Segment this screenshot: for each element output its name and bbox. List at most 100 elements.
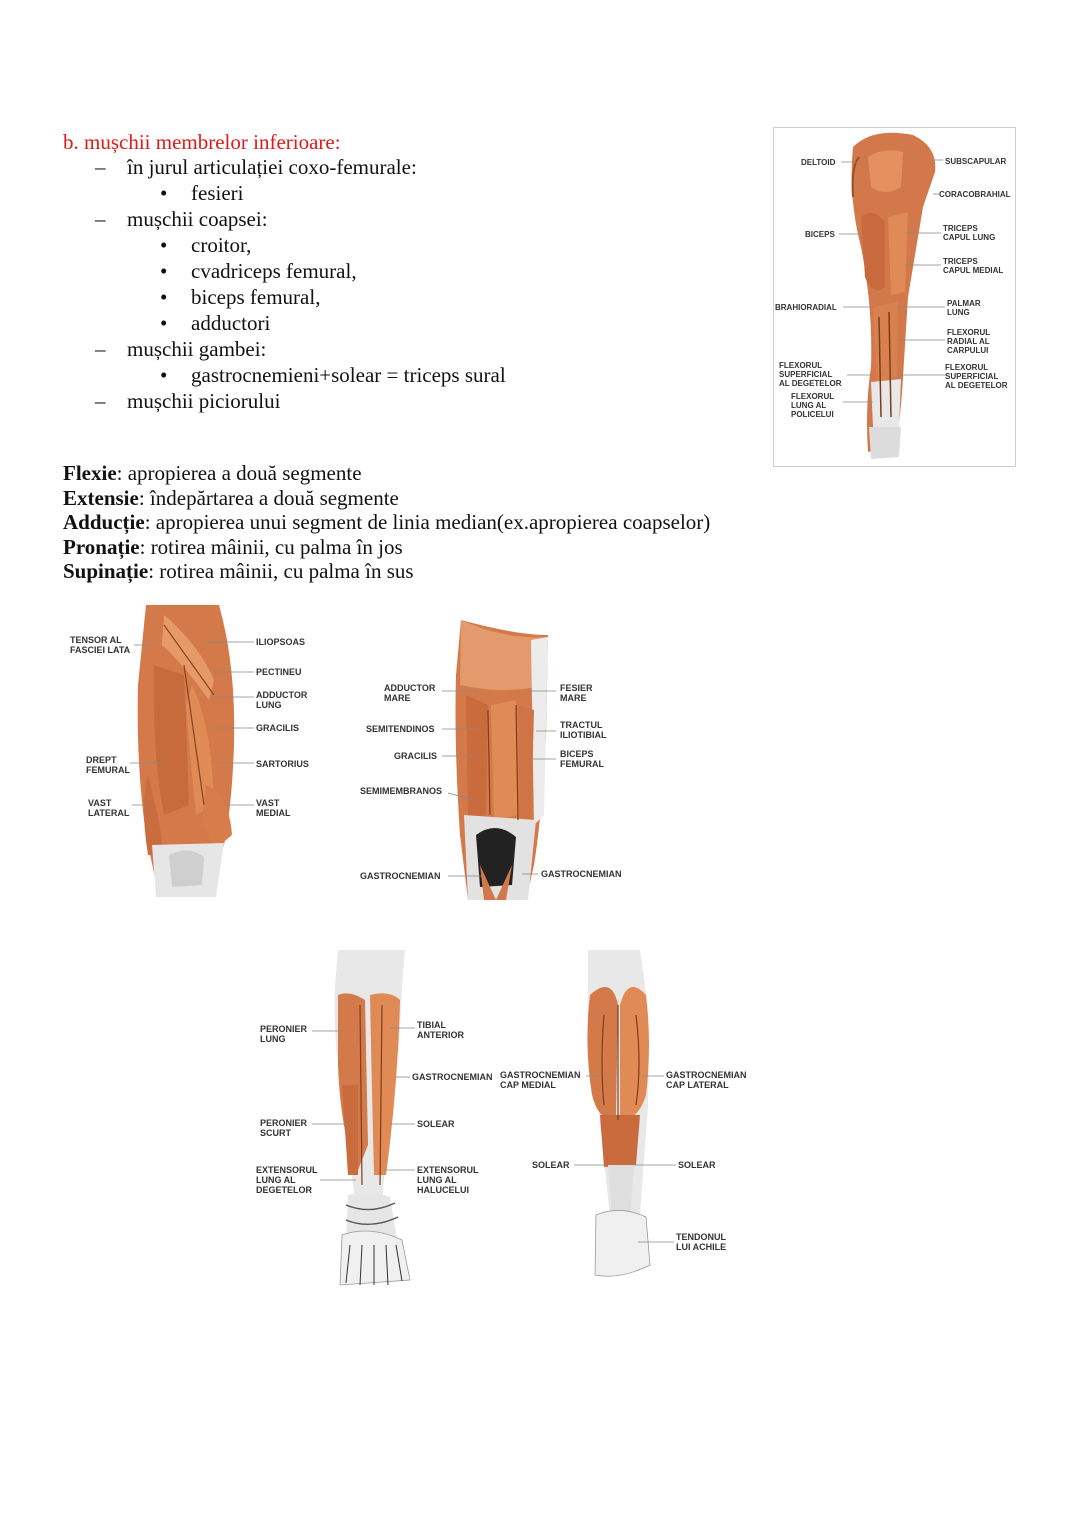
thigh-back-label: GRACILIS (394, 751, 437, 761)
arm-label: PALMAR (947, 299, 981, 308)
thigh-front-label: GRACILIS (256, 723, 299, 733)
leg-front-figure: PERONIER LUNG PERONIER SCURT EXTENSORUL … (256, 950, 493, 1286)
thigh-front-illustration (137, 605, 235, 897)
definition-row: Flexie: apropierea a două segmente (63, 461, 710, 486)
definition-term: Extensie (63, 485, 139, 510)
arm-label: POLICELUI (791, 410, 834, 419)
arm-label: SUBSCAPULAR (945, 157, 1007, 166)
thigh-back-label: ADDUCTOR (384, 683, 436, 693)
definition-row: Adducție: apropierea unui segment de lin… (63, 510, 710, 535)
arm-label: RADIAL AL (947, 337, 990, 346)
arm-label: SUPERFICIAL (945, 372, 998, 381)
thigh-front-label: VAST (88, 798, 112, 808)
definition-desc: : îndepărtarea a două segmente (138, 485, 399, 510)
outline-item: mușchii gambei: (127, 337, 267, 361)
thigh-back-label: SEMIMEMBRANOS (360, 786, 442, 796)
outline-subitem: fesieri (191, 181, 244, 205)
bullet-marker: • (160, 259, 168, 283)
arm-label: DELTOID (801, 158, 836, 167)
leg-back-label: TENDONUL (676, 1232, 726, 1242)
leg-back-figure: GASTROCNEMIAN CAP MEDIAL SOLEAR GASTROCN… (500, 950, 747, 1277)
thigh-front-label: MEDIAL (256, 808, 291, 818)
arm-label: AL DEGETELOR (945, 381, 1008, 390)
thigh-front-figure: TENSOR AL FASCIEI LATA DREPT FEMURAL VAS… (70, 605, 309, 897)
arm-label: BRAHIORADIAL (775, 303, 837, 312)
thigh-back-label: FESIER (560, 683, 593, 693)
definition-term: Flexie (63, 461, 117, 485)
thigh-front-label: LATERAL (88, 808, 130, 818)
definition-row: Extensie: îndepărtarea a două segmente (63, 486, 710, 511)
leg-front-label: EXTENSORUL (417, 1165, 479, 1175)
dash-marker: – (95, 155, 106, 179)
arm-label: LUNG AL (791, 401, 826, 410)
bullet-marker: • (160, 233, 168, 257)
arm-label: CORACOBRAHIAL (939, 190, 1011, 199)
arm-label: SUPERFICIAL (779, 370, 832, 379)
bullet-marker: • (160, 181, 168, 205)
dash-marker: – (95, 337, 106, 361)
arm-label: FLEXORUL (945, 363, 988, 372)
leg-back-label: SOLEAR (678, 1160, 716, 1170)
definition-term: Supinație (63, 559, 149, 583)
thigh-back-label: FEMURAL (560, 759, 604, 769)
outline-item: mușchii coapsei: (127, 207, 268, 231)
outline-subitem: biceps femural, (191, 285, 321, 309)
definition-term: Adducție (63, 510, 145, 534)
outline-item: în jurul articulației coxo-femurale: (127, 155, 417, 179)
arm-label: CAPUL LUNG (943, 233, 995, 242)
leg-front-label: LUNG AL (417, 1175, 457, 1185)
arm-muscles-figure: DELTOID BICEPS BRAHIORADIAL FLEXORUL SUP… (773, 127, 1016, 467)
definition-row: Supinație: rotirea mâinii, cu palma în s… (63, 559, 710, 584)
leg-back-label: CAP LATERAL (666, 1080, 729, 1090)
leg-front-label: SCURT (260, 1128, 292, 1138)
thigh-front-label: DREPT (86, 755, 117, 765)
arm-label: FLEXORUL (947, 328, 990, 337)
thigh-back-label: GASTROCNEMIAN (360, 871, 441, 881)
arm-label: BICEPS (805, 230, 835, 239)
leg-front-label: PERONIER (260, 1118, 308, 1128)
definition-desc: : apropierea a două segmente (116, 461, 362, 485)
definition-row: Pronație: rotirea mâinii, cu palma în jo… (63, 535, 710, 560)
leg-front-label: GASTROCNEMIAN (412, 1072, 493, 1082)
leg-back-leader-lines (574, 1075, 676, 1243)
outline-subitem: adductori (191, 311, 271, 335)
arm-label: CAPUL MEDIAL (943, 266, 1003, 275)
thigh-front-label: VAST (256, 798, 280, 808)
outline-item: mușchii piciorului (127, 389, 281, 413)
outline-subitem: croitor, (191, 233, 252, 257)
thigh-back-label: MARE (560, 693, 587, 703)
leg-front-leader-lines (312, 1027, 415, 1181)
leg-front-label: ANTERIOR (417, 1030, 465, 1040)
thigh-back-label: GASTROCNEMIAN (541, 869, 622, 879)
leg-back-label: LUI ACHILE (676, 1242, 726, 1252)
thigh-front-label: FEMURAL (86, 765, 130, 775)
thigh-front-label: PECTINEU (256, 667, 302, 677)
thigh-back-leader-lines (442, 690, 556, 877)
thigh-front-label: ADDUCTOR (256, 690, 308, 700)
arm-label: FLEXORUL (779, 361, 822, 370)
leg-front-label: HALUCELUI (417, 1185, 469, 1195)
thigh-front-label: FASCIEI LATA (70, 645, 131, 655)
thigh-back-label: ILIOTIBIAL (560, 730, 607, 740)
bullet-marker: • (160, 285, 168, 309)
thigh-front-label: SARTORIUS (256, 759, 309, 769)
outline-subitem: gastrocnemieni+solear = triceps sural (191, 363, 506, 387)
leg-back-label: GASTROCNEMIAN (500, 1070, 581, 1080)
leg-front-label: SOLEAR (417, 1119, 455, 1129)
thigh-back-label: MARE (384, 693, 411, 703)
thigh-back-illustration (455, 620, 548, 900)
arm-illustration (851, 132, 936, 459)
leg-front-label: PERONIER (260, 1024, 308, 1034)
arm-label: LUNG (947, 308, 970, 317)
outline-subitem: cvadriceps femural, (191, 259, 357, 283)
thigh-front-leader-lines (130, 641, 254, 806)
thigh-back-figure: ADDUCTOR MARE SEMITENDINOS GRACILIS SEMI… (360, 620, 622, 900)
arm-label: CARPULUI (947, 346, 988, 355)
arm-label: FLEXORUL (791, 392, 834, 401)
bullet-marker: • (160, 363, 168, 387)
arm-label: TRICEPS (943, 224, 978, 233)
definition-term: Pronație (63, 534, 140, 559)
leg-front-illustration (334, 950, 411, 1286)
thigh-front-label: TENSOR AL (70, 635, 122, 645)
definition-desc: : apropierea unui segment de linia media… (144, 510, 711, 534)
